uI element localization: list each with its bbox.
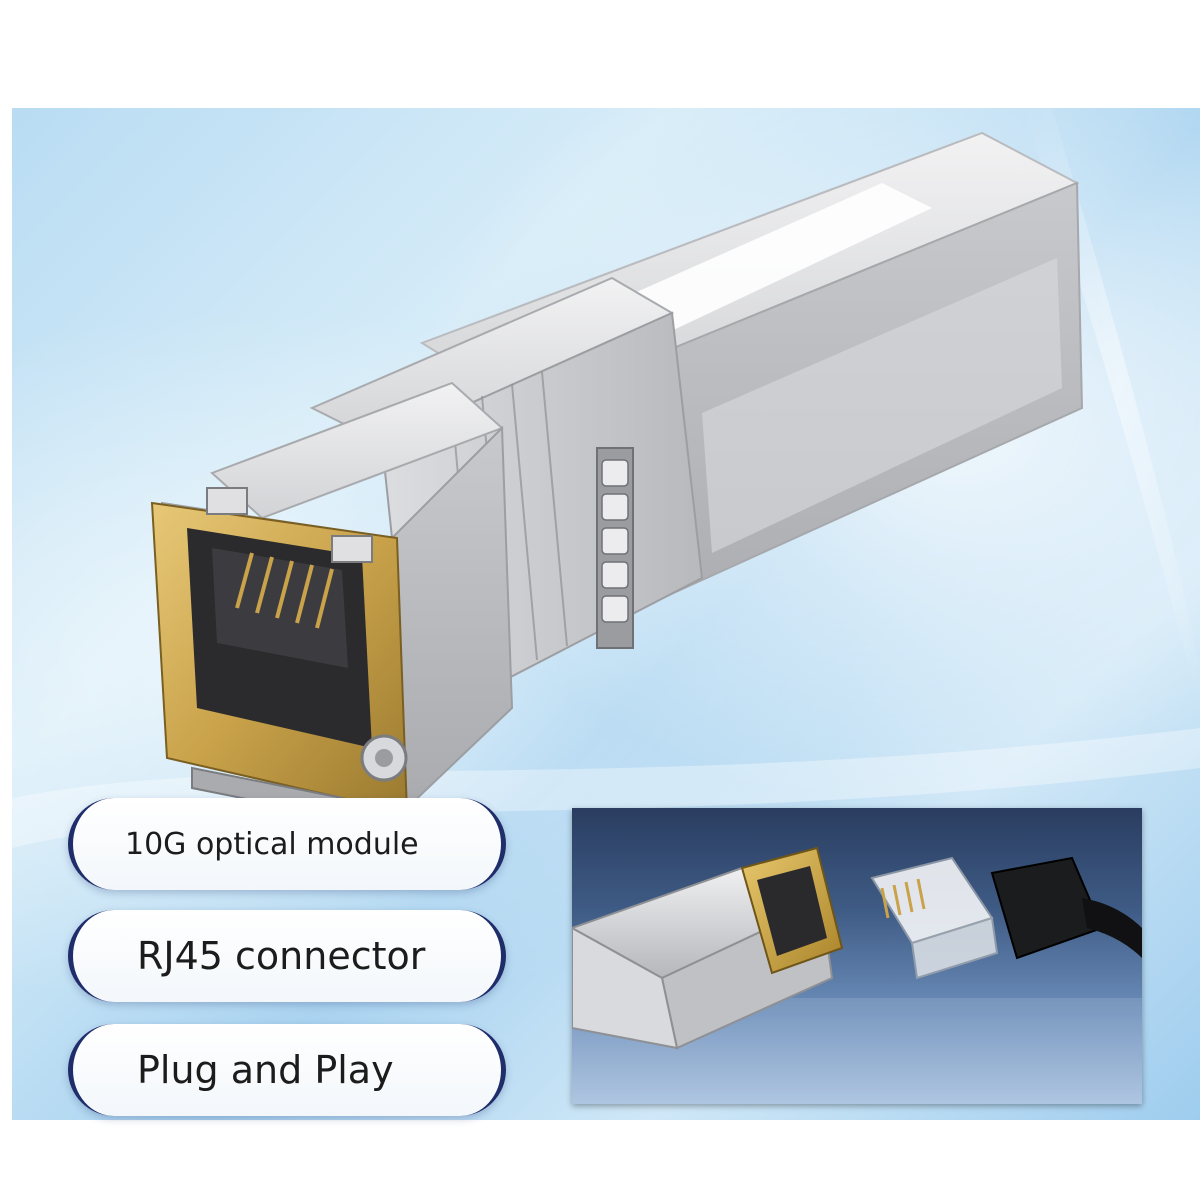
feature-pill-rj45-connector: RJ45 connector (68, 910, 506, 1002)
feature-pill-optical-module: 10G optical module (68, 798, 506, 890)
feature-label: 10G optical module (125, 826, 419, 862)
feature-label: RJ45 connector (137, 934, 426, 978)
connector-inset-photo (572, 808, 1142, 1104)
module-and-cable-illustration (572, 846, 1142, 1104)
feature-pill-plug-and-play: Plug and Play (68, 1024, 506, 1116)
feature-label: Plug and Play (137, 1048, 394, 1092)
sfp-module-illustration (12, 108, 1200, 848)
